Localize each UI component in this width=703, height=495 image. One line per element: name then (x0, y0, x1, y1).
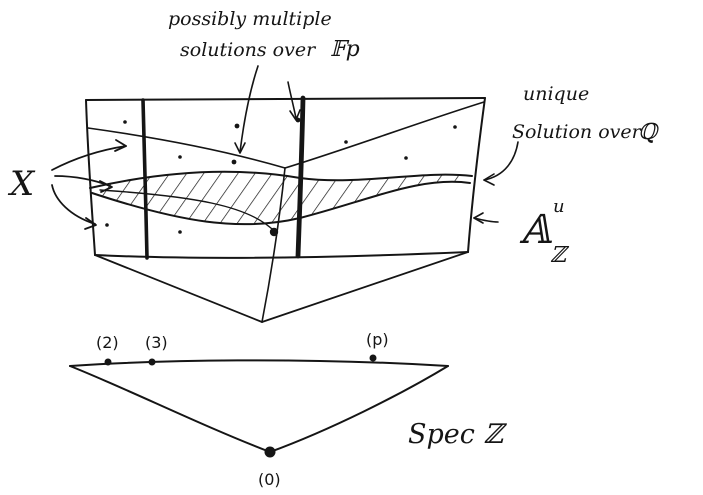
unique-label-line1: unique (523, 83, 589, 105)
scattered-points (105, 117, 457, 237)
point-p (369, 354, 377, 362)
fiber-p (295, 95, 306, 259)
spec-points (104, 354, 377, 458)
point-0-label: (0) (258, 470, 281, 489)
point-3-label: (3) (145, 333, 168, 352)
point-2-label: (2) (96, 333, 119, 352)
unique-label-line2: Solution over (512, 121, 643, 143)
fibers (141, 95, 306, 260)
field-fp-label: 𝔽p (330, 37, 360, 62)
annotation-unique: unique Solution over ℚ (512, 83, 660, 145)
box-outline (85, 97, 486, 323)
scheme-x-label: X (7, 164, 36, 204)
point-2 (104, 358, 112, 366)
affine-sup-label: u (553, 196, 565, 217)
point-0 (264, 446, 276, 458)
affine-sub-label: ℤ (550, 243, 570, 268)
affine-space-label: 𝔸 u ℤ (519, 196, 570, 268)
field-q-label: ℚ (638, 120, 660, 145)
spec-z-label: Spec ℤ (408, 419, 507, 450)
spec-z-curve (69, 359, 449, 453)
multiple-label-line2: solutions over (180, 39, 317, 61)
affine-a-label: 𝔸 (519, 207, 553, 253)
annotation-multiple: possibly multiple solutions over 𝔽p (168, 8, 360, 62)
fiber-2 (141, 98, 149, 260)
arrows (51, 65, 519, 230)
multiple-label-line1: possibly multiple (168, 8, 332, 30)
point-3 (148, 358, 156, 366)
point-p-label: (p) (366, 330, 389, 349)
